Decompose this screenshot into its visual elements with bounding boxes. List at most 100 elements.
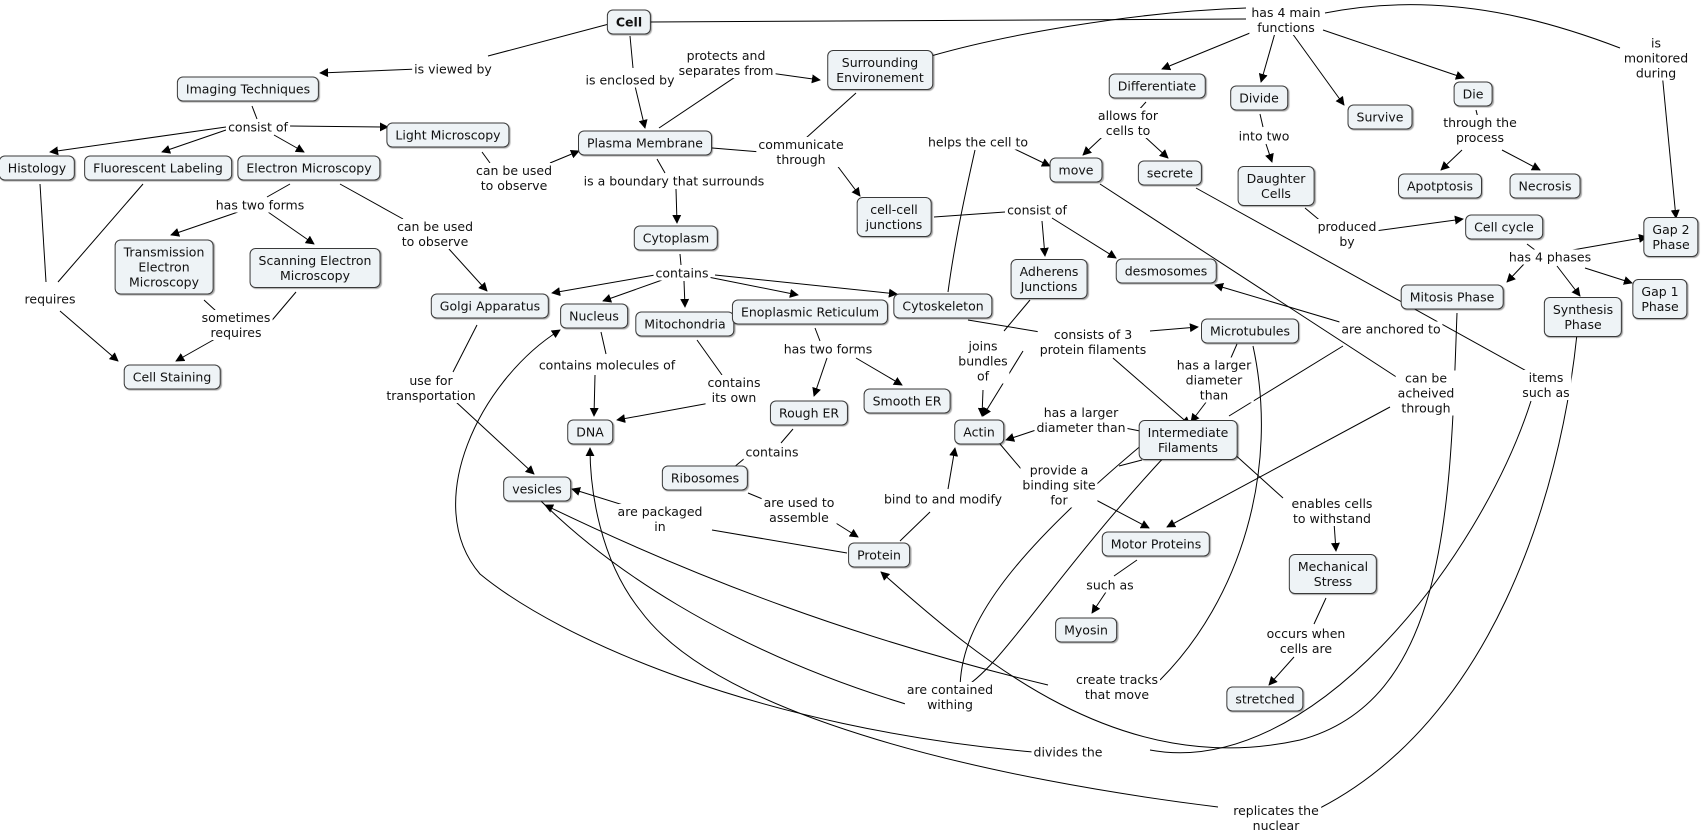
concept-motor-proteins[interactable]: Motor Proteins	[1101, 531, 1211, 557]
connector-line	[544, 504, 1049, 686]
concept-synthesis-phase[interactable]: Synthesis Phase	[1543, 297, 1623, 337]
concept-surrounding-environment[interactable]: Surrounding Environement	[827, 50, 933, 90]
concept-microtubules[interactable]: Microtubules	[1201, 318, 1299, 344]
concept-light-microscopy[interactable]: Light Microscopy	[386, 122, 510, 148]
phrase-sometimes-requires: sometimes requires	[199, 310, 273, 340]
phrase-is-viewed-by: is viewed by	[412, 61, 494, 77]
phrase-occurs-when-cells-are: occurs when cells are	[1264, 626, 1348, 656]
connector-line	[539, 499, 920, 709]
phrase-consist-of-imaging: consist of	[226, 119, 290, 135]
connector-line	[266, 183, 291, 198]
connector-line	[1214, 282, 1344, 324]
concept-fluorescent-labeling[interactable]: Fluorescent Labeling	[84, 155, 232, 181]
concept-golgi-apparatus[interactable]: Golgi Apparatus	[430, 293, 550, 319]
concept-divide[interactable]: Divide	[1230, 85, 1288, 111]
concept-mechanical-stress[interactable]: Mechanical Stress	[1288, 554, 1378, 594]
connector-line	[1258, 32, 1276, 83]
concept-mitochondria[interactable]: Mitochondria	[635, 311, 735, 337]
phrase-protects-and-separates: protects and separates from	[676, 48, 776, 78]
concept-cell-staining[interactable]: Cell Staining	[123, 364, 221, 390]
connector-line	[629, 35, 634, 69]
concept-smooth-er[interactable]: Smooth ER	[863, 388, 951, 414]
concept-electron-microscopy[interactable]: Electron Microscopy	[237, 155, 381, 181]
concept-cytoskeleton[interactable]: Cytoskeleton	[893, 293, 993, 319]
concept-plasma-membrane[interactable]: Plasma Membrane	[578, 130, 712, 156]
concept-desmosomes[interactable]: desmosomes	[1115, 258, 1217, 284]
phrase-such-as-motor: such as	[1084, 577, 1136, 593]
concept-daughter-cells[interactable]: Daughter Cells	[1237, 166, 1315, 206]
phrase-can-be-used-to-observe-golgi: can be used to observe	[394, 219, 476, 249]
connector-line	[319, 68, 419, 78]
concept-ribosomes[interactable]: Ribosomes	[661, 465, 749, 491]
concept-move[interactable]: move	[1049, 157, 1103, 183]
phrase-contains-molecules-of: contains molecules of	[536, 357, 678, 373]
connector-line	[930, 7, 1247, 57]
connector-line	[616, 402, 711, 423]
connector-line	[1095, 499, 1150, 529]
concept-necrosis[interactable]: Necrosis	[1509, 173, 1581, 199]
concept-protein[interactable]: Protein	[848, 542, 910, 568]
concept-gap-1-phase[interactable]: Gap 1 Phase	[1632, 279, 1688, 319]
connector-line	[59, 310, 119, 362]
concept-vesicles[interactable]: vesicles	[503, 476, 571, 502]
concept-mitosis-phase[interactable]: Mitosis Phase	[1400, 284, 1504, 310]
concept-apoptosis[interactable]: Apotptosis	[1397, 173, 1483, 199]
phrase-are-anchored-to: are anchored to	[1339, 321, 1443, 337]
phrase-helps-the-cell-to: helps the cell to	[925, 134, 1031, 150]
phrase-enables-cells-to-withstand: enables cells to withstand	[1289, 496, 1375, 526]
concept-actin[interactable]: Actin	[954, 419, 1004, 445]
connector-line	[649, 18, 1247, 23]
connector-line	[634, 85, 648, 129]
concept-cytoplasm[interactable]: Cytoplasm	[633, 225, 719, 251]
concept-adherens-junctions[interactable]: Adherens Junctions	[1010, 259, 1088, 299]
connector-line	[1091, 591, 1107, 614]
connector-line	[549, 149, 580, 164]
connector-line	[1039, 220, 1049, 257]
connector-line	[49, 126, 227, 156]
concept-gap-2-phase[interactable]: Gap 2 Phase	[1643, 217, 1699, 257]
concept-transmission-electron-microscopy[interactable]: Transmission Electron Microscopy	[114, 239, 214, 295]
connector-line	[1099, 183, 1402, 381]
connector-line	[1661, 71, 1680, 219]
concept-cell[interactable]: Cell	[606, 9, 652, 35]
concept-intermediate-filaments[interactable]: Intermediate Filaments	[1138, 420, 1238, 460]
connector-line	[835, 163, 861, 197]
connector-line	[267, 211, 315, 245]
connector-line	[1149, 400, 1532, 754]
connector-line	[1112, 357, 1191, 426]
concept-die[interactable]: Die	[1453, 81, 1493, 107]
phrase-divides-the: divides the	[1031, 744, 1105, 760]
connector-line	[1259, 113, 1264, 128]
concept-stretched[interactable]: stretched	[1226, 686, 1304, 712]
concept-cell-cycle[interactable]: Cell cycle	[1465, 214, 1543, 240]
concept-myosin[interactable]: Myosin	[1055, 617, 1117, 643]
concept-rough-er[interactable]: Rough ER	[769, 400, 849, 426]
connector-line	[251, 105, 258, 120]
phrase-bind-to-and-modify: bind to and modify	[881, 491, 1005, 507]
connector-line	[947, 447, 959, 490]
connector-line	[1319, 333, 1578, 809]
connector-line	[452, 324, 478, 373]
connector-line	[1003, 299, 1031, 332]
phrase-contains-rough-er: contains	[743, 444, 801, 460]
concept-differentiate[interactable]: Differentiate	[1108, 73, 1206, 99]
phrase-can-be-used-to-observe-light: can be used to observe	[473, 163, 555, 193]
concept-dna[interactable]: DNA	[567, 419, 613, 445]
connector-line	[1440, 149, 1463, 171]
connector-line	[1556, 265, 1581, 297]
connector-line	[947, 149, 976, 293]
concept-scanning-electron-microscopy[interactable]: Scanning Electron Microscopy	[249, 248, 381, 288]
connector-line	[1374, 215, 1464, 232]
connector-line	[1195, 187, 1531, 374]
connector-line	[679, 253, 682, 266]
concept-survive[interactable]: Survive	[1347, 104, 1413, 130]
concept-nucleus[interactable]: Nucleus	[560, 303, 628, 329]
concept-imaging-techniques[interactable]: Imaging Techniques	[176, 76, 320, 102]
concept-secrete[interactable]: secrete	[1137, 160, 1203, 186]
concept-histology[interactable]: Histology	[0, 155, 76, 181]
connector-line	[656, 158, 666, 174]
concept-endoplasmic-reticulum[interactable]: Enoplasmic Reticulum	[731, 299, 889, 325]
connector-line	[1229, 343, 1238, 361]
phrase-has-two-forms-er: has two forms	[781, 341, 875, 357]
concept-cell-cell-junctions[interactable]: cell-cell junctions	[856, 197, 932, 237]
